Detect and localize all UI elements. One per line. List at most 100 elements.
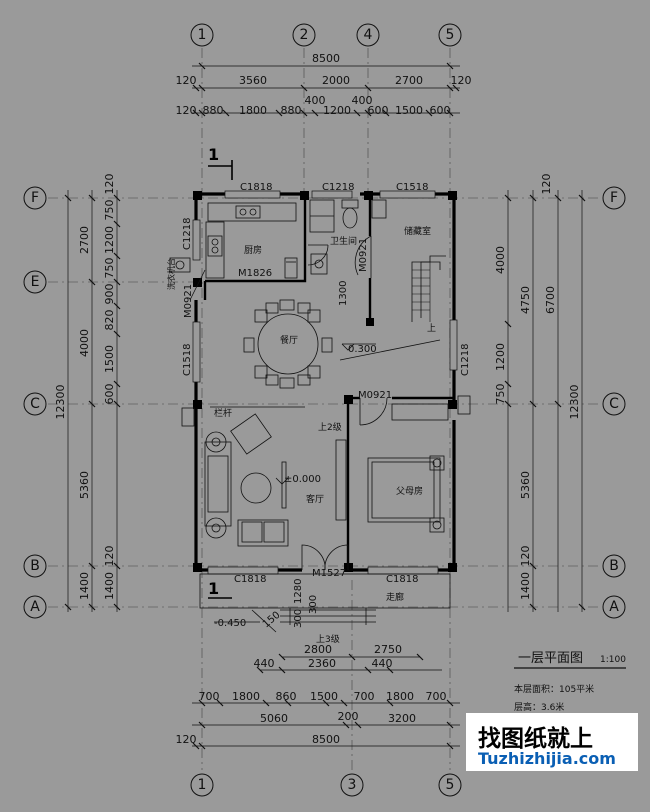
dim-label: 5360 (78, 471, 91, 499)
dim-label: 440 (372, 657, 393, 670)
dim-label: 700 (426, 690, 447, 703)
axis-bubble-bottom-1 (190, 773, 214, 797)
dim-label: 880 (203, 104, 224, 117)
dim-label: 150 (261, 610, 283, 631)
window-label: C1218 (460, 344, 471, 376)
dim-label: 1200 (103, 226, 116, 254)
dim-label: 1500 (310, 690, 338, 703)
watermark-line1: 找图纸就上 (478, 726, 593, 752)
drawing-scale: 1:100 (600, 655, 626, 665)
axis-label: C (609, 396, 619, 412)
level-markers (275, 343, 376, 485)
dim-label: 12300 (54, 385, 67, 420)
dim-label: 1500 (103, 345, 116, 373)
sink-label: 洗衣机台 (166, 258, 176, 290)
dim-label: 1500 (395, 104, 423, 117)
dim-label: 2800 (304, 643, 332, 656)
dim-label: 400 (305, 94, 326, 107)
axis-label: A (30, 599, 40, 615)
floor-area: 本层面积：105平米 (514, 683, 594, 695)
axis-label: E (31, 274, 40, 290)
room-storage: 储藏室 (404, 225, 431, 237)
dim-label: 880 (281, 104, 302, 117)
axis-bubble-left-E (23, 270, 47, 294)
dim-label: 2000 (322, 74, 350, 87)
dim-label: 12300 (568, 385, 581, 420)
room-porch: 走廊 (386, 591, 404, 603)
dim-label: 860 (276, 690, 297, 703)
dim-label: 700 (199, 690, 220, 703)
bathroom-fixtures (309, 199, 359, 275)
door-label: M1826 (238, 268, 272, 279)
dim-label: 2750 (374, 643, 402, 656)
axis-bubble-top-5 (438, 23, 462, 47)
dim-label: 600 (430, 104, 451, 117)
dim-label: 300 (293, 609, 304, 628)
axis-label: 1 (198, 777, 207, 793)
dim-label: 2700 (395, 74, 423, 87)
door-label: M0921 (358, 390, 392, 401)
dim-label: 120 (176, 74, 197, 87)
axis-label: 1 (198, 27, 207, 43)
axis-bubble-right-C (602, 392, 626, 416)
dim-label: 1200 (323, 104, 351, 117)
door-label: M0921 (358, 238, 369, 272)
drawing-title: 一层平面图 (518, 651, 583, 666)
axis-bubble-left-A (23, 595, 47, 619)
axis-bubble-bottom-3 (340, 773, 364, 797)
exterior-walls (194, 192, 456, 572)
dim-label: 1800 (232, 690, 260, 703)
living-room-furniture (181, 395, 471, 547)
dim-label: 120 (540, 174, 553, 195)
dim-label: 120 (519, 546, 532, 567)
axis-label: 2 (300, 27, 309, 43)
axis-bubble-left-F (23, 186, 47, 210)
window-label: C1518 (396, 182, 428, 193)
dim-label: 1400 (519, 572, 532, 600)
axis-label: A (609, 599, 619, 615)
dim-label: 120 (176, 733, 197, 746)
axis-label: B (609, 558, 619, 574)
axis-bubble-bottom-5 (438, 773, 462, 797)
axis-bubble-right-A (602, 595, 626, 619)
dim-label: 1800 (239, 104, 267, 117)
interior-walls (196, 198, 454, 570)
axis-bubble-right-B (602, 554, 626, 578)
dim-label: 600 (103, 384, 116, 405)
axis-label: C (30, 396, 40, 412)
axis-bubble-top-4 (356, 23, 380, 47)
axis-label: F (610, 190, 618, 206)
window-label: C1818 (240, 182, 272, 193)
dim-label: 1200 (494, 343, 507, 371)
axis-label: B (30, 558, 40, 574)
watermark-badge: 找图纸就上 Tuzhizhijia.com (466, 713, 638, 771)
dim-label: 1400 (103, 572, 116, 600)
structural-columns (193, 191, 457, 572)
dim-label: 4750 (519, 286, 532, 314)
dim-label: 4000 (78, 329, 91, 357)
elevation-living: ±0.000 (284, 474, 321, 485)
kitchen-fixtures (169, 202, 298, 279)
dim-label: 5060 (260, 712, 288, 725)
dim-label: 750 (103, 258, 116, 279)
dim-label: 2700 (78, 226, 91, 254)
stair (371, 199, 446, 322)
dim-label: 400 (352, 94, 373, 107)
section-mark-number: 1 (208, 579, 219, 598)
dim-label: 2360 (308, 657, 336, 670)
dim-label: 1300 (338, 281, 349, 306)
axis-bubble-left-B (23, 554, 47, 578)
axis-bubble-left-C (23, 392, 47, 416)
dim-label: 8500 (312, 733, 340, 746)
step-note: 上2级 (318, 421, 342, 433)
dim-label: 120 (103, 174, 116, 195)
dim-label: 4000 (494, 246, 507, 274)
axis-label: 4 (364, 27, 373, 43)
dim-label: 1280 (293, 579, 304, 604)
window-label: C1818 (386, 574, 418, 585)
bedroom-furniture (367, 403, 449, 533)
dim-label: 300 (308, 595, 319, 614)
windows (192, 190, 458, 575)
dim-label: 900 (103, 284, 116, 305)
